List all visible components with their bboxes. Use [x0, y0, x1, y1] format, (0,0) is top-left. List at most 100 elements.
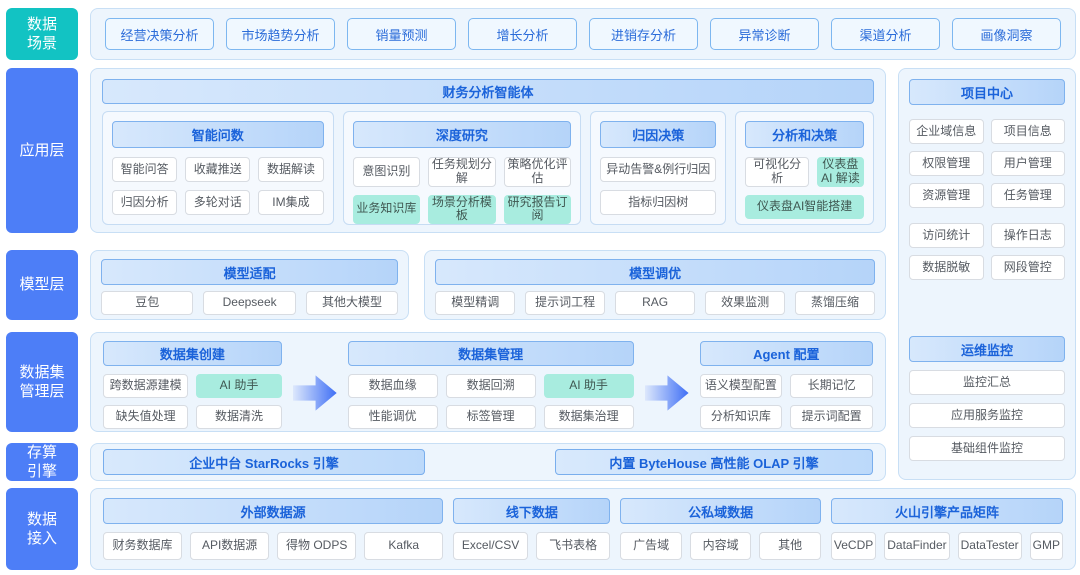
feature-chip[interactable]: 策略优化评估: [503, 157, 572, 187]
ops-monitor-title: 运维监控: [909, 336, 1065, 362]
feature-chip[interactable]: 收藏推送: [185, 157, 251, 182]
feature-chip[interactable]: 数据集治理: [543, 405, 634, 429]
project-chip[interactable]: 资源管理: [909, 183, 984, 208]
model-chip[interactable]: RAG: [615, 291, 696, 315]
feature-chip[interactable]: 指标归因树: [600, 190, 717, 215]
monitor-chip[interactable]: 基础组件监控: [909, 436, 1065, 461]
project-chip[interactable]: 操作日志: [990, 223, 1065, 248]
model-chip[interactable]: 模型精调: [435, 291, 516, 315]
bytehouse-engine-button[interactable]: 内置 ByteHouse 高性能 OLAP 引擎: [555, 449, 873, 475]
project-chip-grid: 企业域信息项目信息权限管理用户管理资源管理任务管理: [909, 119, 1065, 208]
feature-chip[interactable]: 归因分析: [112, 190, 178, 215]
feature-chip[interactable]: 任务规划分解: [428, 157, 496, 187]
source-chip[interactable]: Excel/CSV: [453, 532, 528, 560]
source-chip[interactable]: 财务数据库: [103, 532, 183, 560]
feature-chip[interactable]: 智能问答: [112, 157, 178, 182]
feature-chip[interactable]: 意图识别: [352, 157, 421, 187]
model-chip[interactable]: Deepseek: [203, 291, 296, 315]
feature-chip[interactable]: 场景分析模板: [428, 194, 496, 225]
source-chip[interactable]: 广告域: [620, 532, 682, 560]
feature-chip[interactable]: 异动告警&例行归因: [600, 157, 717, 182]
feature-chip[interactable]: 跨数据源建模: [103, 374, 189, 398]
group-attribution-decision: 归因决策 异动告警&例行归因指标归因树: [590, 111, 727, 225]
scenario-button[interactable]: 市场趋势分析: [226, 18, 335, 50]
group-title: 外部数据源: [103, 498, 444, 524]
project-chip[interactable]: 访问统计: [909, 223, 984, 248]
group-agent-config: Agent 配置 语义模型配置长期记忆分析知识库提示词配置: [699, 341, 873, 429]
scenario-button[interactable]: 销量预测: [347, 18, 456, 50]
feature-chip[interactable]: 数据解读: [258, 157, 324, 182]
feature-chip[interactable]: 可视化分析: [745, 157, 809, 187]
source-chip[interactable]: DataFinder: [884, 532, 950, 560]
monitor-chip[interactable]: 应用服务监控: [909, 403, 1065, 428]
layer-label-model: 模型层: [6, 250, 78, 320]
feature-chip[interactable]: 研究报告订阅: [503, 194, 572, 225]
feature-chip[interactable]: 提示词配置: [790, 405, 873, 429]
feature-chip[interactable]: 业务知识库: [352, 194, 421, 225]
feature-chip[interactable]: 多轮对话: [185, 190, 251, 215]
source-chip[interactable]: API数据源: [190, 532, 270, 560]
layer-label-dataset-management: 数据集 管理层: [6, 332, 78, 432]
feature-chip[interactable]: 缺失值处理: [103, 405, 189, 429]
scenario-button[interactable]: 渠道分析: [831, 18, 940, 50]
layer-label-data-access: 数据 接入: [6, 488, 78, 570]
project-chip[interactable]: 用户管理: [990, 151, 1065, 176]
layer-label-data-scenario: 数据 场景: [6, 8, 78, 60]
source-chip[interactable]: 内容域: [689, 532, 752, 560]
source-chip[interactable]: GMP: [1029, 532, 1063, 560]
model-chip[interactable]: 其他大模型: [305, 291, 399, 315]
feature-chip[interactable]: IM集成: [258, 190, 324, 215]
feature-chip[interactable]: 仪表盘 AI 解读: [816, 157, 864, 187]
group-title: Agent 配置: [699, 341, 873, 366]
scenario-button[interactable]: 经营决策分析: [105, 18, 214, 50]
scenario-button[interactable]: 画像洞察: [952, 18, 1061, 50]
feature-chip[interactable]: AI 助手: [543, 374, 634, 398]
model-chip[interactable]: 豆包: [101, 291, 194, 315]
project-chip[interactable]: 任务管理: [990, 183, 1065, 208]
feature-chip[interactable]: 性能调优: [347, 405, 438, 429]
starrocks-engine-button[interactable]: 企业中台 StarRocks 引擎: [103, 449, 425, 475]
source-chip[interactable]: Kafka: [364, 532, 444, 560]
scenario-button[interactable]: 增长分析: [468, 18, 577, 50]
group-title: 数据集管理: [347, 341, 634, 366]
source-chip[interactable]: DataTester: [957, 532, 1022, 560]
scenario-button[interactable]: 异常诊断: [710, 18, 819, 50]
project-chip[interactable]: 企业域信息: [909, 119, 984, 144]
group-analysis-decision: 分析和决策 可视化分析仪表盘 AI 解读仪表盘AI智能搭建: [735, 111, 874, 225]
project-chip[interactable]: 项目信息: [990, 119, 1065, 144]
feature-chip[interactable]: 数据回溯: [445, 374, 536, 398]
source-chip[interactable]: 得物 ODPS: [277, 532, 357, 560]
model-chip[interactable]: 效果监测: [705, 291, 786, 315]
engine-band: 企业中台 StarRocks 引擎 内置 ByteHouse 高性能 OLAP …: [90, 443, 886, 481]
group-title: 火山引擎产品矩阵: [830, 498, 1063, 524]
right-arrow-icon: [644, 375, 689, 411]
source-chip[interactable]: VeCDP: [830, 532, 877, 560]
layer-label-storage-compute: 存算 引擎: [6, 443, 78, 481]
model-chip[interactable]: 蒸馏压缩: [795, 291, 876, 315]
model-chip[interactable]: 提示词工程: [525, 291, 606, 315]
feature-chip[interactable]: AI 助手: [196, 374, 282, 398]
monitor-chip[interactable]: 监控汇总: [909, 370, 1065, 395]
feature-chip[interactable]: 数据血缘: [347, 374, 438, 398]
project-chip[interactable]: 数据脱敏: [909, 255, 984, 280]
feature-chip[interactable]: 标签管理: [445, 405, 536, 429]
feature-chip[interactable]: 仪表盘AI智能搭建: [745, 194, 864, 219]
group-deep-research: 深度研究 意图识别任务规划分解策略优化评估业务知识库场景分析模板研究报告订阅: [342, 111, 582, 225]
chip-grid: 意图识别任务规划分解策略优化评估业务知识库场景分析模板研究报告订阅: [352, 157, 572, 225]
source-chip[interactable]: 飞书表格: [535, 532, 611, 560]
source-chip[interactable]: 其他: [759, 532, 821, 560]
feature-chip[interactable]: 语义模型配置: [699, 374, 783, 398]
feature-chip[interactable]: 长期记忆: [790, 374, 873, 398]
right-arrow-icon: [292, 375, 337, 411]
scenario-button[interactable]: 进销存分析: [589, 18, 698, 50]
project-chip[interactable]: 权限管理: [909, 151, 984, 176]
feature-chip[interactable]: 数据清洗: [196, 405, 282, 429]
project-chip[interactable]: 网段管控: [990, 255, 1065, 280]
group-title: 线下数据: [453, 498, 611, 524]
feature-chip[interactable]: 分析知识库: [699, 405, 783, 429]
